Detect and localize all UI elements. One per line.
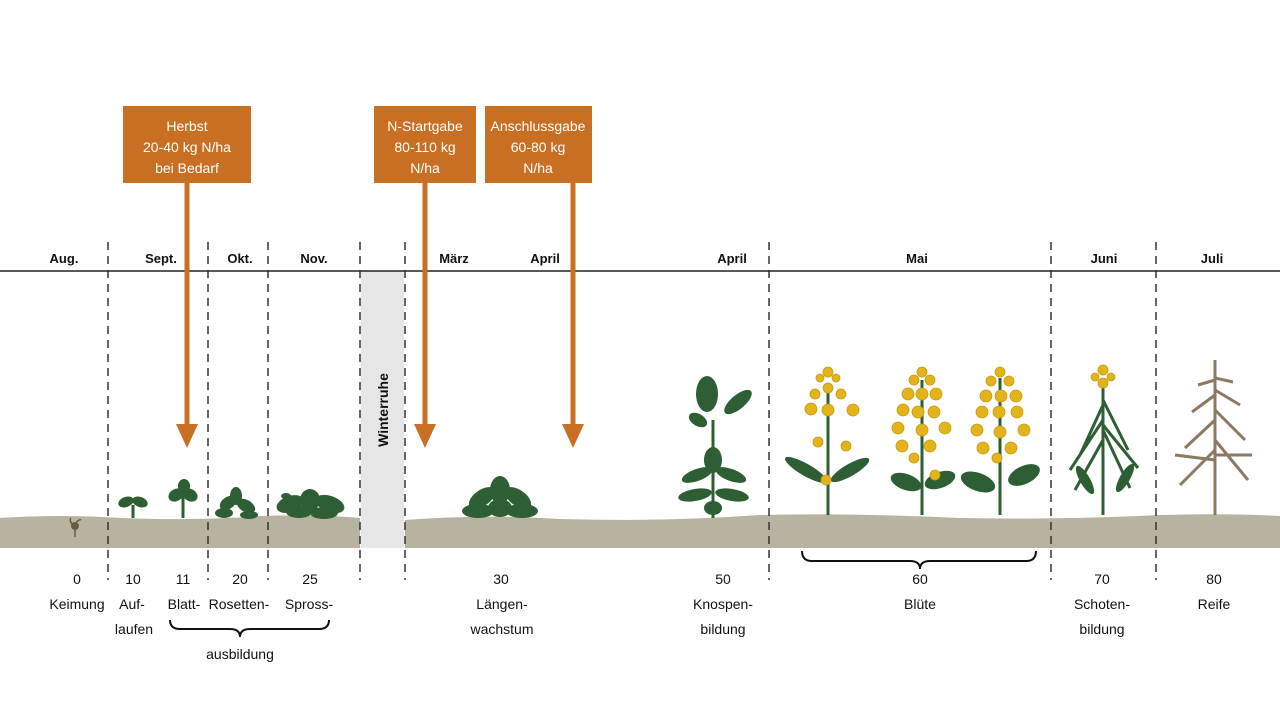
down-arrow-icon	[414, 424, 436, 448]
stage-codes: 0 10 11 20 25 30 50 60 70 80	[73, 571, 1222, 587]
fertilizer-box-line: Anschlussgabe	[491, 118, 586, 134]
down-arrow-icon	[562, 424, 584, 448]
fertilizer-box-line: Herbst	[166, 118, 207, 134]
brace-flowering	[802, 551, 1036, 569]
fertilizer-box-line: bei Bedarf	[155, 160, 219, 176]
month-label: April	[530, 251, 560, 266]
stage-code: 50	[715, 571, 731, 587]
stage-code: 60	[912, 571, 928, 587]
stage-code: 20	[232, 571, 248, 587]
fertilizer-box-line: N/ha	[523, 160, 553, 176]
fertilizer-box-line: 20-40 kg N/ha	[143, 139, 231, 155]
stage-label: Längen-	[476, 596, 528, 612]
month-label: März	[439, 251, 469, 266]
stage-code: 70	[1094, 571, 1110, 587]
soil-segment-spring	[405, 514, 1280, 548]
stage-label: Knospen-	[693, 596, 753, 612]
stage-label: bildung	[1079, 621, 1124, 637]
down-arrow-icon	[176, 424, 198, 448]
flowering-plant-icon	[888, 367, 958, 515]
stage-code: 10	[125, 571, 141, 587]
stage-label: Reife	[1198, 596, 1231, 612]
month-labels: Aug. Sept. Okt. Nov. März April April Ma…	[50, 251, 1224, 266]
stage-label: bildung	[700, 621, 745, 637]
stage-code: 0	[73, 571, 81, 587]
soil-band	[0, 514, 1280, 548]
stage-label: Schoten-	[1074, 596, 1130, 612]
seedling-icon	[117, 495, 149, 518]
fertilizer-box-line: N/ha	[410, 160, 440, 176]
fertilizer-box-line: 80-110 kg	[394, 139, 455, 155]
flowering-plant-icon	[958, 367, 1043, 515]
stage-label: Spross-	[285, 596, 334, 612]
stage-label: laufen	[115, 621, 153, 637]
stage-code: 25	[302, 571, 318, 587]
month-label: Juni	[1091, 251, 1118, 266]
stage-label: Auf-	[119, 596, 145, 612]
fertilizer-box-autumn: Herbst 20-40 kg N/ha bei Bedarf	[123, 106, 251, 448]
month-label: Mai	[906, 251, 928, 266]
stage-label: Keimung	[49, 596, 104, 612]
stage-code: 30	[493, 571, 509, 587]
stage-label: Rosetten-	[209, 596, 270, 612]
stage-label: Blatt-	[168, 596, 201, 612]
month-label: Juli	[1201, 251, 1223, 266]
stage-code: 11	[176, 571, 191, 587]
month-label: Nov.	[300, 251, 327, 266]
month-label: Okt.	[227, 251, 252, 266]
month-label: Aug.	[50, 251, 79, 266]
month-label: Sept.	[145, 251, 177, 266]
stage-label: wachstum	[469, 621, 533, 637]
month-label: April	[717, 251, 747, 266]
group-label: ausbildung	[206, 646, 274, 662]
stage-label: Blüte	[904, 596, 936, 612]
pod-plant-icon	[1070, 365, 1138, 515]
brace-leaf-sprout	[170, 620, 329, 637]
soil-segment-autumn	[0, 515, 360, 548]
winter-rest-label: Winterruhe	[375, 373, 391, 447]
rosette-small-icon	[215, 487, 258, 519]
fertilizer-box-line: N-Startgabe	[387, 118, 463, 134]
flowering-plant-icon	[782, 367, 872, 515]
fertilizer-box-line: 60-80 kg	[511, 139, 565, 155]
rosette-large-icon	[274, 489, 347, 519]
stage-code: 80	[1206, 571, 1222, 587]
leaf-seedling-icon	[166, 479, 200, 518]
fertilizer-box-follow: Anschlussgabe 60-80 kg N/ha	[485, 106, 592, 448]
elongation-plant-icon	[462, 476, 538, 518]
budding-plant-icon	[677, 376, 755, 518]
mature-plant-icon	[1175, 360, 1252, 515]
